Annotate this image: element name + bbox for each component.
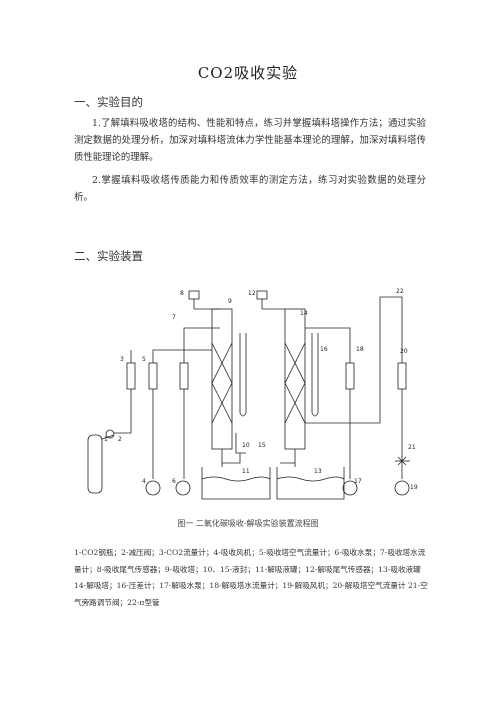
desorb-tail-gas-sensor [256, 290, 268, 300]
desorb-water-flowmeter [345, 362, 355, 390]
section-heading-purpose: 一、实验目的 [74, 95, 143, 109]
absorb-water-flowmeter [179, 362, 189, 390]
section-heading-apparatus: 二、实验装置 [74, 249, 143, 263]
apparatus-flow-diagram: 1 2 3 4 5 6 7 8 9 10 11 12 13 14 15 16 1… [87, 288, 418, 500]
purpose-item-1: 1.了解填料吸收塔的结构、性能和特点，练习并掌握填料塔操作方法；通过实验测定数据… [74, 118, 426, 163]
absorption-liquid-tank [276, 467, 345, 500]
desorption-tower [284, 308, 306, 450]
label-1: 1 [104, 436, 108, 443]
absorb-water-pump [175, 480, 191, 496]
label-17: 17 [354, 478, 362, 485]
label-16: 16 [320, 346, 328, 353]
label-20: 20 [400, 348, 408, 355]
label-7: 7 [172, 314, 176, 321]
label-13: 13 [314, 468, 322, 475]
absorb-fan [145, 480, 161, 496]
co2-cylinder [87, 434, 103, 494]
desorb-air-flowmeter [397, 362, 407, 390]
label-14: 14 [300, 310, 308, 317]
label-11: 11 [242, 468, 250, 475]
absorb-air-flowmeter [148, 362, 158, 390]
label-12: 12 [248, 290, 256, 297]
label-21: 21 [408, 444, 416, 451]
absorb-tail-gas-sensor [188, 290, 200, 300]
desorption-liquid-tank [201, 467, 271, 500]
label-5: 5 [142, 356, 146, 363]
label-8: 8 [180, 290, 184, 297]
label-15: 15 [258, 442, 266, 449]
desorb-water-pump [342, 480, 358, 496]
label-18: 18 [356, 346, 364, 353]
purpose-item-2: 2.掌握填料吸收塔传质能力和传质效率的测定方法，练习对实验数据的处理分析。 [74, 175, 426, 203]
pressure-reducing-valve [105, 429, 115, 439]
absorption-tower [211, 308, 233, 450]
co2-flowmeter [126, 362, 136, 390]
label-6: 6 [172, 478, 176, 485]
figure-caption: 图一 二氧化碳吸收-解吸实验装置流程图 [177, 519, 319, 528]
label-10: 10 [242, 442, 250, 449]
label-22: 22 [396, 288, 404, 295]
figure-legend: 1-CO2钢瓶；2-减压阀；3-CO2流量计；4-吸收风机；5-吸收塔空气流量计… [74, 548, 428, 607]
label-9: 9 [228, 298, 232, 305]
label-4: 4 [142, 478, 146, 485]
label-2: 2 [118, 436, 122, 443]
label-19: 19 [410, 484, 418, 491]
page-title: CO2吸收实验 [197, 64, 299, 82]
desorb-fan [394, 480, 410, 496]
label-3: 3 [120, 356, 124, 363]
